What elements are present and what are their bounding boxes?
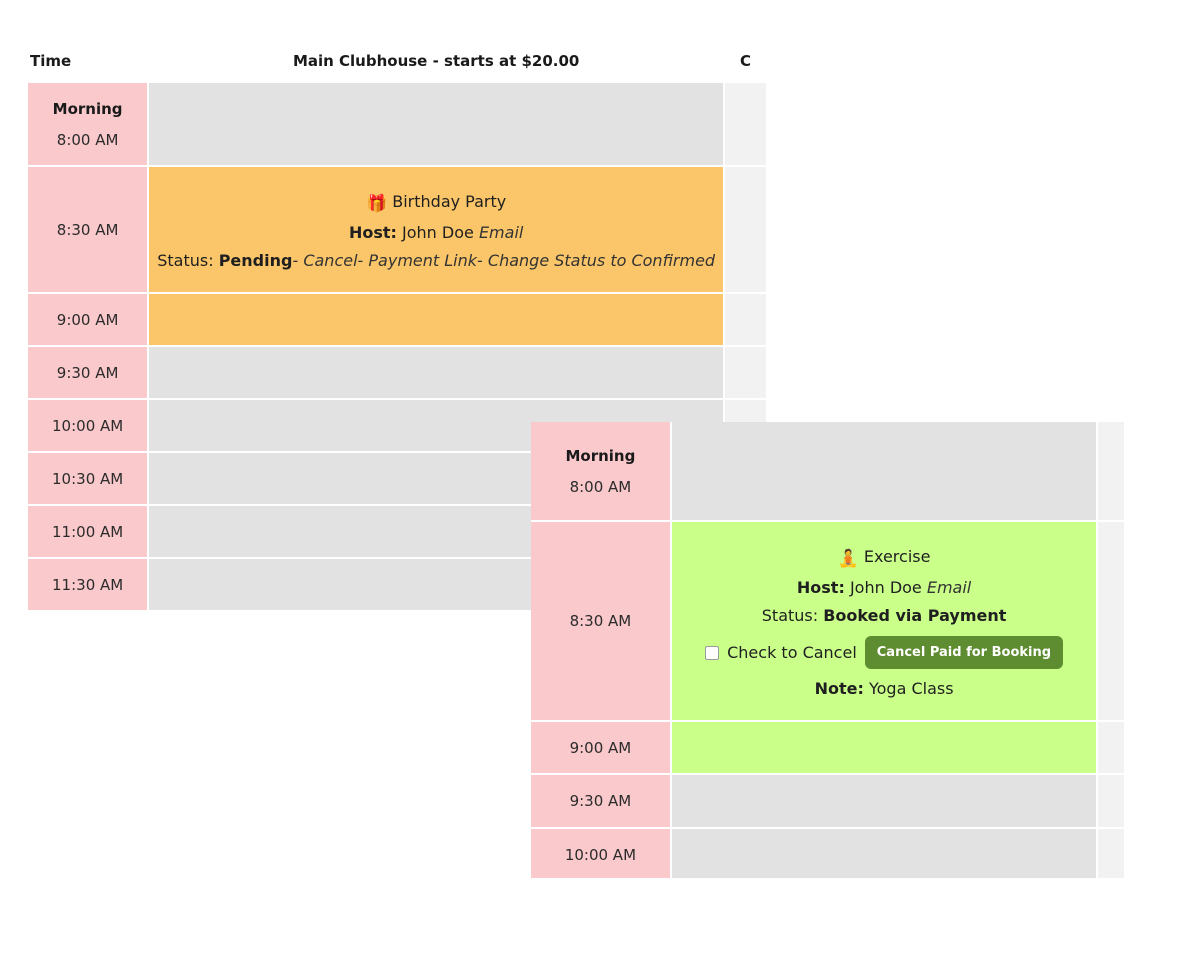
slot-col2-800am[interactable] [724, 83, 768, 167]
time-slot-1000am-front[interactable]: 10:00 AM [531, 828, 672, 878]
time-slot-1100am[interactable]: 11:00 AM [28, 505, 150, 559]
event-birthday-party-tail[interactable] [148, 293, 726, 347]
change-status-link[interactable]: Change Status to Confirmed [487, 251, 716, 270]
status-label: Status: [157, 251, 214, 270]
time-slot-930am-front[interactable]: 9:30 AM [531, 774, 672, 829]
cancel-link[interactable]: Cancel [303, 251, 358, 270]
slot-col2-830am-front[interactable] [1097, 521, 1126, 722]
gift-icon: 🎁 [366, 194, 388, 214]
back-calendar-header-row: Time Main Clubhouse - starts at $20.00 C [28, 52, 767, 83]
event-title: Birthday Party [392, 192, 507, 211]
morning-label: Morning [52, 99, 123, 118]
time-slot-900am-front[interactable]: 9:00 AM [531, 721, 672, 775]
host-name: John Doe [849, 578, 922, 597]
time-label: 8:30 AM [56, 220, 119, 239]
separator-1: - [292, 251, 299, 270]
front-calendar-table: Morning 8:00 AM 8:30 AM 🧘Exercise [531, 422, 1126, 878]
time-label: 8:00 AM [56, 130, 119, 149]
time-label: 9:30 AM [569, 792, 632, 810]
header-main-clubhouse: Main Clubhouse - starts at $20.00 [148, 52, 725, 83]
cancel-paid-booking-button[interactable]: Cancel Paid for Booking [864, 636, 1064, 669]
time-label: 11:00 AM [52, 522, 124, 541]
time-label: 11:30 AM [52, 575, 124, 594]
slot-main-930am[interactable] [148, 346, 726, 400]
email-link[interactable]: Email [926, 578, 972, 597]
time-slot-800am-front[interactable]: Morning 8:00 AM [531, 422, 672, 522]
time-slot-800am[interactable]: Morning 8:00 AM [28, 83, 150, 167]
slot-col2-1000am-front[interactable] [1097, 828, 1126, 878]
slot-col2-900am[interactable] [724, 293, 768, 347]
front-calendar-panel: Morning 8:00 AM 8:30 AM 🧘Exercise [531, 422, 1126, 878]
slot-col2-830am[interactable] [724, 166, 768, 294]
table-row: Morning 8:00 AM [531, 422, 1126, 522]
table-row: 9:00 AM [28, 293, 768, 347]
event-host-row: Host: John Doe Email [680, 580, 1089, 596]
slot-main-1000am-front[interactable] [670, 828, 1099, 878]
time-label: 9:30 AM [56, 363, 119, 382]
event-birthday-party[interactable]: 🎁Birthday Party Host: John Doe Email Sta… [148, 166, 726, 294]
time-slot-1030am[interactable]: 10:30 AM [28, 452, 150, 506]
time-label: 10:00 AM [564, 846, 637, 864]
slot-col2-900am-front[interactable] [1097, 721, 1126, 775]
slot-main-800am[interactable] [148, 83, 726, 167]
time-label: 8:00 AM [569, 477, 632, 496]
note-label: Note: [814, 679, 864, 698]
table-row: 9:00 AM [531, 721, 1126, 775]
event-note-row: Note: Yoga Class [680, 681, 1089, 697]
table-row: 8:30 AM 🎁Birthday Party Host: John Doe E… [28, 166, 768, 294]
time-slot-1130am[interactable]: 11:30 AM [28, 558, 150, 610]
time-slot-1000am[interactable]: 10:00 AM [28, 399, 150, 453]
event-status-row: Status: Pending- Cancel- Payment Link- C… [157, 253, 715, 269]
table-row: 8:30 AM 🧘Exercise Host: John Doe Email [531, 521, 1126, 722]
event-title-row: 🧘Exercise [680, 549, 1089, 568]
slot-col2-930am-front[interactable] [1097, 774, 1126, 829]
person-lotus-icon: 🧘 [837, 549, 859, 569]
host-name: John Doe [402, 223, 474, 242]
host-label: Host: [348, 223, 397, 242]
status-badge: Booked via Payment [823, 606, 1007, 625]
slot-main-930am-front[interactable] [670, 774, 1099, 829]
note-value: Yoga Class [868, 679, 954, 698]
status-badge: Pending [218, 251, 293, 270]
separator-3: - [477, 251, 483, 270]
email-link[interactable]: Email [478, 223, 524, 242]
time-slot-930am[interactable]: 9:30 AM [28, 346, 150, 400]
time-label: 10:00 AM [52, 416, 124, 435]
host-label: Host: [796, 578, 845, 597]
payment-link[interactable]: Payment Link [368, 251, 478, 270]
status-label: Status: [761, 606, 819, 625]
morning-label: Morning [565, 446, 636, 465]
time-slot-900am[interactable]: 9:00 AM [28, 293, 150, 347]
table-row: Morning 8:00 AM [28, 83, 768, 167]
check-to-cancel-checkbox[interactable] [705, 645, 720, 660]
table-row: 9:30 AM [531, 774, 1126, 829]
slot-col2-930am[interactable] [724, 346, 768, 400]
event-exercise-tail[interactable] [670, 721, 1099, 775]
table-row: 10:00 AM [531, 828, 1126, 878]
slot-col2-800am-front[interactable] [1097, 422, 1126, 522]
slot-main-800am-front[interactable] [670, 422, 1099, 522]
event-exercise[interactable]: 🧘Exercise Host: John Doe Email Status: B… [670, 521, 1099, 722]
event-title: Exercise [863, 547, 931, 566]
header-time: Time [28, 52, 149, 83]
table-row: 9:30 AM [28, 346, 768, 400]
event-host-row: Host: John Doe Email [157, 225, 715, 241]
event-title-row: 🎁Birthday Party [157, 194, 715, 213]
event-status-row: Status: Booked via Payment [680, 608, 1089, 624]
header-second-column-truncated: C [724, 52, 767, 83]
time-slot-830am-front[interactable]: 8:30 AM [531, 521, 672, 722]
time-slot-830am[interactable]: 8:30 AM [28, 166, 150, 294]
event-action-row: Check to Cancel Cancel Paid for Booking [680, 636, 1089, 669]
time-label: 9:00 AM [569, 738, 632, 757]
time-label: 9:00 AM [56, 310, 119, 329]
separator-2: - [357, 251, 364, 270]
time-label: 8:30 AM [569, 612, 632, 630]
check-to-cancel-label: Check to Cancel [727, 642, 857, 662]
time-label: 10:30 AM [52, 469, 124, 488]
